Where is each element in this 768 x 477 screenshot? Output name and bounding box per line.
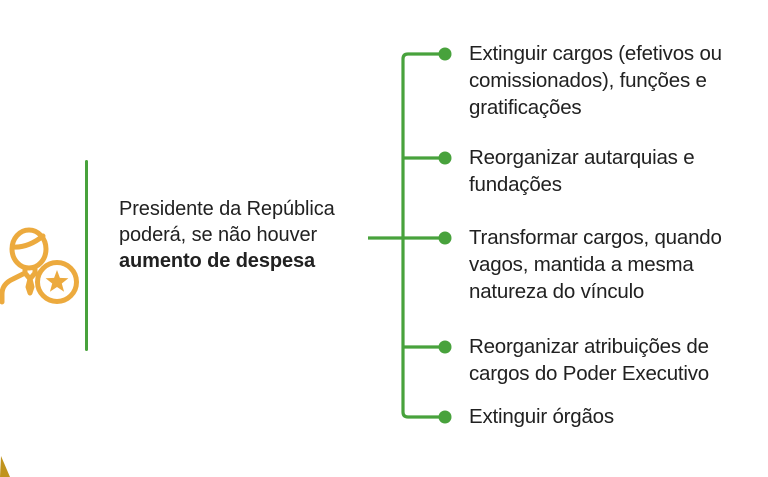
person-shoulder-left [0,265,28,305]
person-hair [10,233,46,250]
tree-item-3: Transformar cargos, quando vagos, mantid… [469,226,722,303]
statement-line-1: Presidente da República [119,198,335,220]
connector-tree [368,47,452,424]
left-accent-line [85,160,88,351]
bullet-dot-2 [438,151,452,165]
left-statement: Presidente da República poderá, se não h… [119,196,379,274]
star-icon [45,270,69,292]
bullet-dot-4 [438,340,452,354]
tree-item-2: Reorganizar autarquias e fundações [469,146,695,196]
tree-item-1: Extinguir cargos (efetivos ou comissiona… [469,42,722,119]
tree-item-5: Extinguir órgãos [469,405,614,428]
bullet-dot-3 [438,231,452,245]
corner-decoration-triangle [0,456,10,477]
person-star-icon [0,227,79,305]
tree-trunk [401,52,445,419]
statement-line-3: aumento de despesa [119,250,316,272]
statement-line-2: poderá, se não houver [119,224,318,246]
tree-item-4: Reorganizar atribuições de cargos do Pod… [469,335,709,385]
bullet-dot-5 [438,410,452,424]
bullet-dot-1 [438,47,452,61]
person-tie [25,276,35,296]
